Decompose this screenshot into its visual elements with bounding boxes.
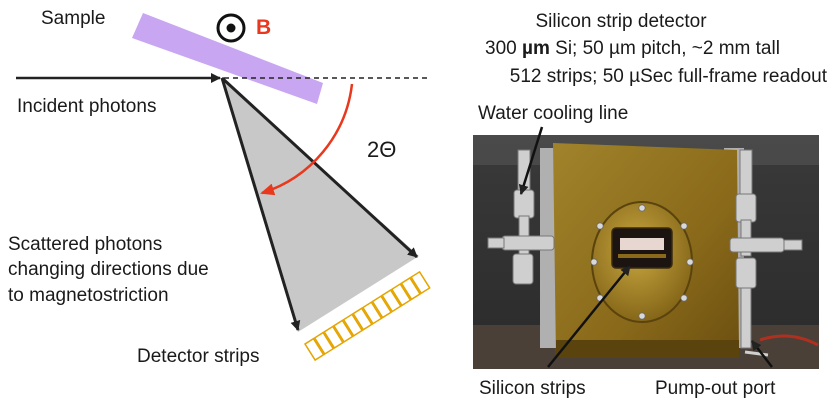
scattered-photons-label-line1: Scattered photons <box>8 234 163 255</box>
detector-strips-label: Detector strips <box>137 346 260 367</box>
detector-spec-line1: 300 µm Si; 50 µm pitch, ~2 mm tall <box>440 37 825 60</box>
detector-strip-array <box>303 270 431 362</box>
scattered-photons-label-line3: to magnetostriction <box>8 285 169 306</box>
silicon-strips-arrow <box>547 265 631 368</box>
incident-photons-label: Incident photons <box>17 96 157 117</box>
detector-spec-line1-a: 300 <box>485 38 523 59</box>
scattered-photons-label-line2: changing directions due <box>8 259 209 280</box>
detector-spec-title: Silicon strip detector <box>535 11 707 32</box>
field-out-of-page-icon <box>216 13 246 43</box>
water-cooling-line-label: Water cooling line <box>478 103 629 124</box>
two-theta-arc <box>260 83 354 196</box>
detector-spec-line2: 512 strips; 50 µSec full-frame readout <box>509 66 827 87</box>
field-label: B <box>256 16 272 39</box>
detector-spec-line1-b: Si; 50 µm pitch, ~2 mm tall <box>549 38 780 59</box>
detector-photo <box>473 135 819 369</box>
scattering-cone <box>222 78 419 332</box>
sample-plate <box>132 13 323 104</box>
scattered-ray-arrow-right <box>220 76 419 259</box>
pump-out-port-label: Pump-out port <box>655 378 776 399</box>
two-theta-label: 2Θ <box>367 137 397 162</box>
silicon-strip-window <box>620 238 664 250</box>
silicon-strips-label: Silicon strips <box>479 378 586 399</box>
sample-label: Sample <box>41 8 106 29</box>
pump-out-port-arrow <box>751 340 773 368</box>
scattered-ray-arrow-left <box>220 77 301 331</box>
detector-spec-line1-unit: µm <box>522 38 550 59</box>
cooling-line-arrow <box>518 126 544 195</box>
